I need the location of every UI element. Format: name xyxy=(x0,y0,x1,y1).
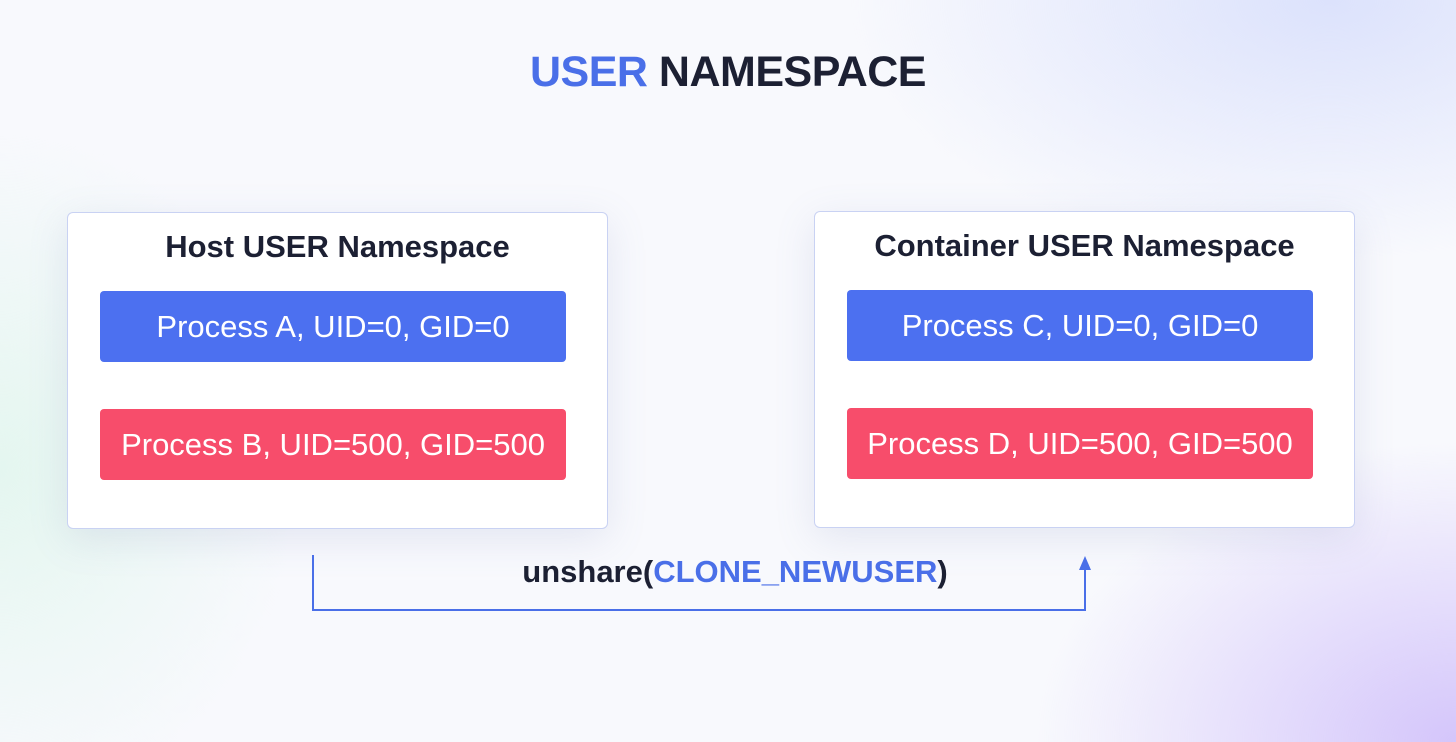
container-namespace-title: Container USER Namespace xyxy=(874,228,1295,263)
title-accent-word: USER xyxy=(530,48,648,96)
syscall-flag: CLONE_NEWUSER xyxy=(653,554,938,589)
process-a-box: Process A, UID=0, GID=0 xyxy=(100,291,566,362)
syscall-suffix: ) xyxy=(937,554,948,589)
syscall-label: unshare(CLONE_NEWUSER) xyxy=(0,554,1456,590)
container-namespace-box: Container USER Namespace Process C, UID=… xyxy=(814,211,1355,528)
title-rest: NAMESPACE xyxy=(658,48,927,96)
process-c-box: Process C, UID=0, GID=0 xyxy=(847,290,1313,361)
diagram-title: USER NAMESPACE xyxy=(0,48,1456,97)
host-namespace-box: Host USER Namespace Process A, UID=0, GI… xyxy=(67,212,608,529)
process-b-box: Process B, UID=500, GID=500 xyxy=(100,409,566,480)
host-namespace-title: Host USER Namespace xyxy=(165,229,510,264)
process-d-box: Process D, UID=500, GID=500 xyxy=(847,408,1313,479)
syscall-prefix: unshare( xyxy=(522,554,654,589)
